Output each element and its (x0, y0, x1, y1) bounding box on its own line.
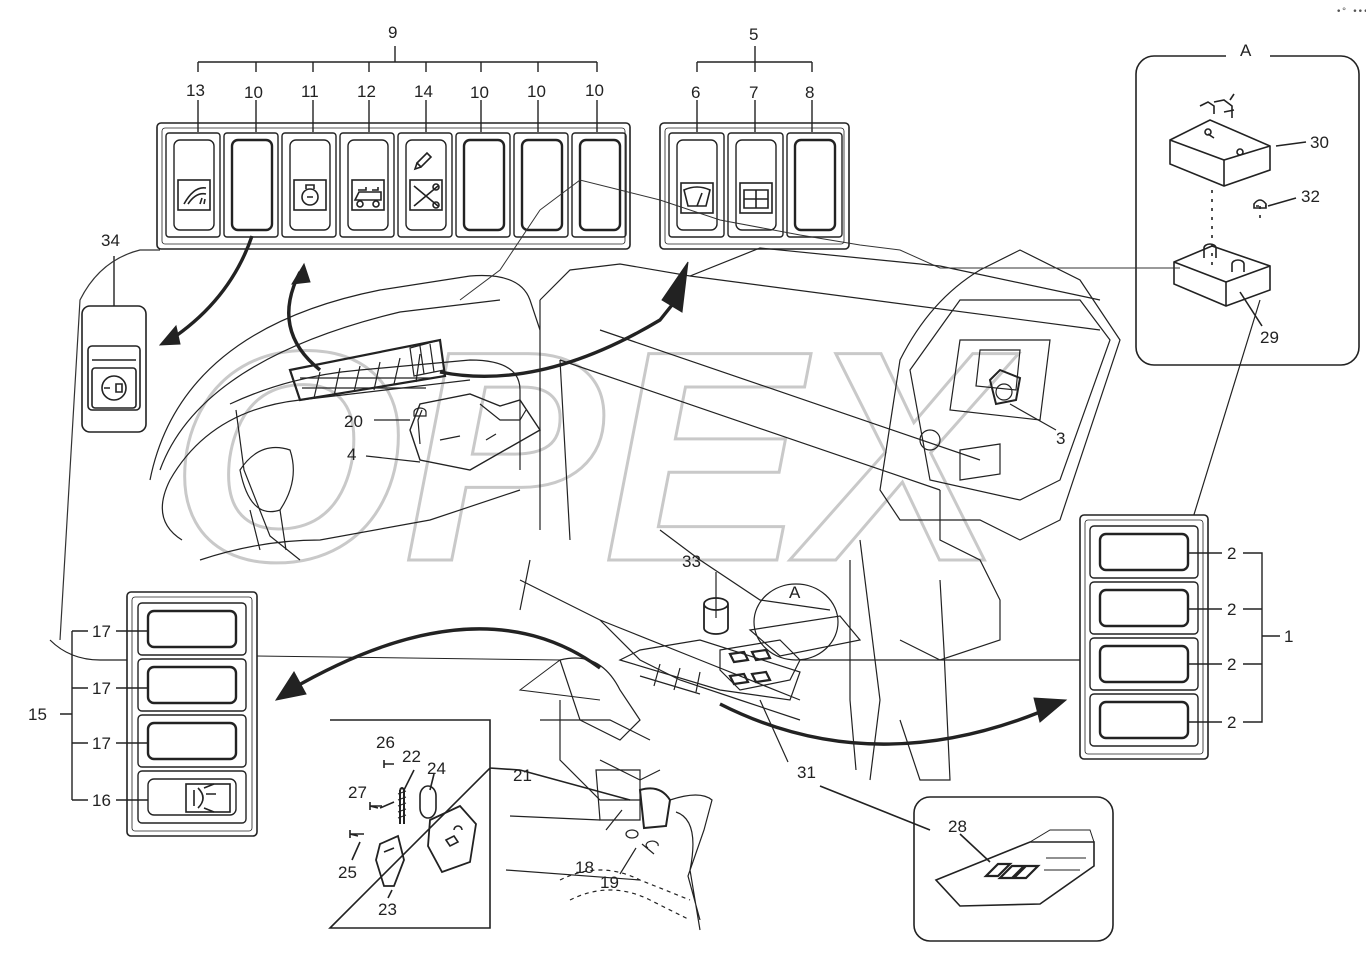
label-3: 3 (1056, 429, 1065, 448)
switch-panel-15 (126, 591, 258, 837)
reference-line (459, 179, 1180, 301)
bracket-1 (1188, 552, 1280, 723)
socket-switch-34 (81, 256, 147, 433)
label-20: 20 (344, 412, 363, 431)
pencil-icon (413, 151, 433, 171)
label-2: 2 (1227, 544, 1236, 563)
label-9: 9 (388, 23, 397, 42)
detail-box-28 (819, 785, 1114, 942)
label-11: 11 (301, 82, 319, 101)
label-31: 31 (797, 763, 816, 782)
label-10: 10 (470, 83, 489, 102)
detail-box-21 (328, 719, 631, 929)
switch-panel-9 (156, 122, 631, 250)
label-17: 17 (92, 679, 111, 698)
front-wiper-icon (680, 182, 714, 214)
label-16: 16 (92, 791, 111, 810)
label-30: 30 (1310, 133, 1329, 152)
detail-letter-a: A (789, 583, 801, 602)
label-10: 10 (527, 82, 546, 101)
label-22: 22 (402, 747, 421, 766)
label-4: 4 (347, 445, 356, 464)
label-27: 27 (348, 783, 367, 802)
bracket-5 (696, 46, 813, 132)
label-14: 14 (414, 82, 433, 101)
label-17: 17 (92, 622, 111, 641)
cab-interior-outline (149, 247, 1121, 931)
label-10: 10 (244, 83, 263, 102)
label-2: 2 (1227, 713, 1236, 732)
detail-a-box (1135, 40, 1360, 366)
detail-letter-a: A (1240, 41, 1252, 60)
label-32: 32 (1301, 187, 1320, 206)
rear-defrost-icon (739, 182, 773, 214)
label-23: 23 (378, 900, 397, 919)
switch-panel-1 (1079, 514, 1209, 760)
label-25: 25 (338, 863, 357, 882)
leader-lines (365, 403, 1057, 875)
label-33: 33 (682, 552, 701, 571)
label-17: 17 (92, 734, 111, 753)
label-29: 29 (1260, 328, 1279, 347)
label-1: 1 (1284, 627, 1293, 646)
wiper-spray-icon (177, 179, 211, 211)
bracket-15 (60, 630, 148, 801)
socket-plug-icon (91, 367, 137, 409)
label-2: 2 (1227, 655, 1236, 674)
label-5: 5 (749, 25, 758, 44)
label-8: 8 (805, 83, 814, 102)
cutter-scissors-icon (409, 179, 443, 211)
label-21: 21 (513, 766, 532, 785)
curved-arrows (158, 235, 1068, 746)
switch-panel-5 (659, 122, 850, 250)
label-24: 24 (427, 759, 446, 778)
label-18: 18 (575, 858, 594, 877)
work-light-icon (185, 783, 231, 813)
corner-mark: •° ••• (1336, 7, 1366, 17)
label-34: 34 (101, 231, 120, 250)
label-26: 26 (376, 733, 395, 752)
label-12: 12 (357, 82, 376, 101)
label-28: 28 (948, 817, 967, 836)
fuel-heater-icon (293, 179, 327, 211)
seed-drill-icon (351, 179, 385, 211)
label-7: 7 (749, 83, 758, 102)
bracket-9 (197, 46, 598, 132)
label-10: 10 (585, 81, 604, 100)
watermark: OPEX (170, 288, 1019, 624)
label-13: 13 (186, 81, 205, 100)
label-15: 15 (28, 705, 47, 724)
label-19: 19 (600, 873, 619, 892)
label-6: 6 (691, 83, 700, 102)
label-2: 2 (1227, 600, 1236, 619)
